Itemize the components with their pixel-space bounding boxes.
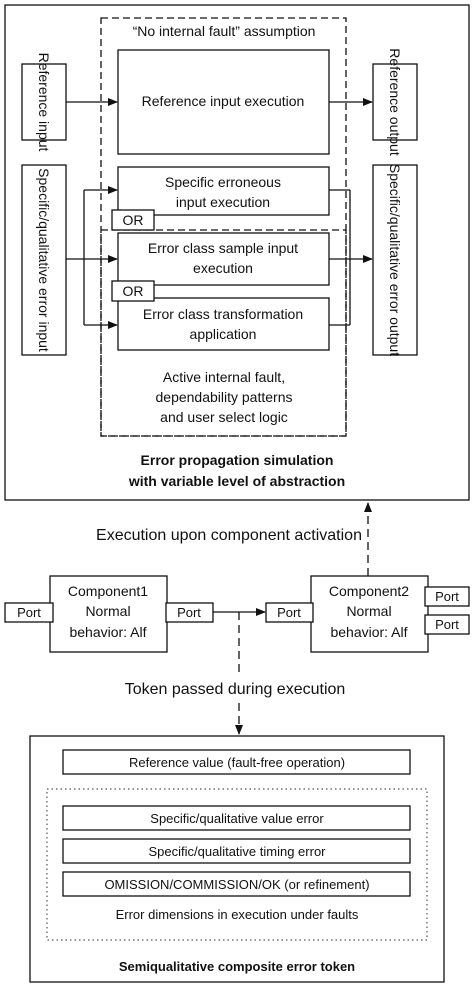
reference-input-label: Reference input: [36, 53, 52, 152]
error-dimensions-region: [46, 788, 428, 941]
component2-behavior-2: behavior: Alf: [330, 624, 407, 640]
component2-name: Component2: [329, 583, 409, 599]
error-class-transform-box: [117, 297, 330, 351]
value-error-box: [62, 805, 411, 831]
error-dimensions-label: Error dimensions in execution under faul…: [116, 907, 359, 922]
component1-behavior-2: behavior: Alf: [69, 624, 146, 640]
simulation-title-1: Error propagation simulation: [141, 452, 334, 468]
reference-value-box: [62, 749, 411, 775]
active-fault-line-2: dependability patterns: [156, 389, 293, 405]
error-input-label: Specific/qualitative error input: [36, 168, 52, 352]
no-fault-label: “No internal fault” assumption: [133, 23, 316, 39]
component1-input-port-label: Port: [17, 605, 41, 620]
or-label-1: OR: [123, 212, 144, 228]
error-class-sample-label-2: execution: [193, 260, 253, 276]
or-label-2: OR: [123, 283, 144, 299]
component2-output-port-2: [424, 614, 470, 635]
timing-error-label: Specific/qualitative timing error: [148, 844, 326, 859]
error-class-sample-label-1: Error class sample input: [148, 240, 298, 256]
reference-execution-box: [117, 49, 330, 155]
reference-value-label: Reference value (fault-free operation): [129, 755, 345, 770]
reference-output-box: [372, 63, 418, 141]
token-caption: Token passed during execution: [125, 681, 346, 698]
component2-output-port-2-label: Port: [435, 617, 459, 632]
token-title: Semiqualitative composite error token: [119, 959, 355, 974]
or-box-1: [111, 209, 155, 231]
component2-input-port: [265, 602, 314, 623]
active-fault-region: [100, 229, 347, 437]
timing-error-box: [62, 838, 411, 864]
component2-input-port-label: Port: [277, 605, 301, 620]
omission-label: OMISSION/COMMISSION/OK (or refinement): [104, 877, 369, 892]
reference-output-label: Reference output: [387, 48, 403, 156]
error-class-transform-label-1: Error class transformation: [143, 306, 303, 322]
error-input-box: [21, 164, 67, 356]
component1-behavior-1: Normal: [85, 603, 130, 619]
component2-behavior-1: Normal: [346, 603, 391, 619]
or-box-2: [111, 280, 155, 302]
component1-input-port: [4, 602, 54, 623]
component2-box: [310, 575, 429, 653]
omission-box: [62, 871, 411, 897]
active-fault-line-3: and user select logic: [160, 409, 288, 425]
reference-execution-label: Reference input execution: [142, 93, 305, 109]
component2-output-port-1-label: Port: [435, 589, 459, 604]
component1-output-port-label: Port: [177, 605, 201, 620]
token-caption-bg: [95, 675, 375, 701]
error-output-label: Specific/qualitative error output: [387, 164, 403, 356]
value-error-label: Specific/qualitative value error: [150, 811, 324, 826]
error-output-box: [372, 164, 418, 356]
simulation-title-2: with variable level of abstraction: [128, 473, 345, 489]
execution-caption: Execution upon component activation: [96, 527, 362, 544]
error-class-transform-label-2: application: [190, 326, 257, 342]
active-fault-line-1: Active internal fault,: [163, 369, 285, 385]
reference-input-box: [21, 63, 67, 141]
specific-erroneous-label-2: input execution: [176, 194, 270, 210]
component1-box: [49, 575, 168, 653]
component2-output-port-1: [424, 586, 470, 607]
specific-erroneous-box: [117, 166, 330, 216]
specific-erroneous-label-1: Specific erroneous: [165, 174, 281, 190]
component1-name: Component1: [68, 583, 148, 599]
